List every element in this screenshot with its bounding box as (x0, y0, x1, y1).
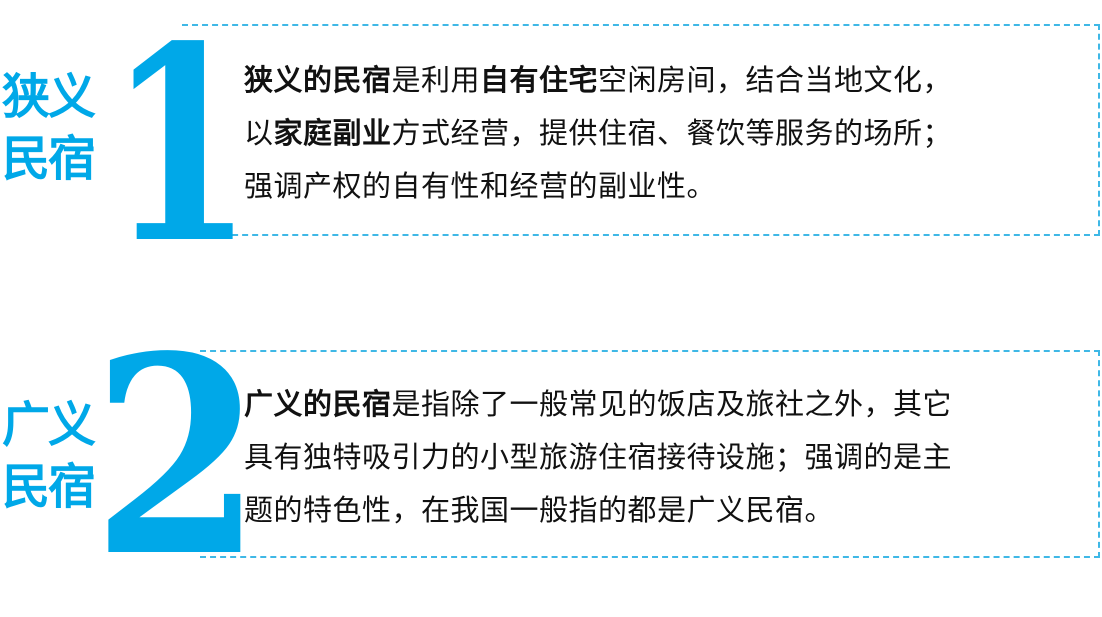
bold-term: 广义的民宿 (244, 387, 392, 421)
bold-term: 自有住宅 (480, 63, 599, 97)
text-run: 题的特色性，在我国一般指的都是广义民宿。 (244, 493, 835, 527)
side-label-line: 狭义 (2, 69, 96, 125)
side-label-line: 民宿 (2, 459, 96, 515)
definition-paragraph: 广义的民宿是指除了一般常见的饭店及旅社之外，其它具有独特吸引力的小型旅游住宿接待… (244, 378, 1084, 537)
dashed-frame (200, 350, 1100, 558)
side-label-line: 民宿 (2, 131, 96, 187)
side-label: 狭义 民宿 (2, 66, 102, 190)
paragraph-line: 强调产权的自有性和经营的副业性。 (244, 160, 1084, 213)
text-run: 空闲房间，结合当地文化， (598, 63, 953, 97)
text-run: 方式经营，提供住宿、餐饮等服务的场所； (391, 116, 953, 150)
paragraph-line: 狭义的民宿是利用自有住宅空闲房间，结合当地文化， (244, 54, 1084, 107)
section-broad-homestay: 广义 民宿 2 广义的民宿是指除了一般常见的饭店及旅社之外，其它具有独特吸引力的… (0, 322, 1102, 594)
paragraph-line: 具有独特吸引力的小型旅游住宿接待设施；强调的是主 (244, 431, 1084, 484)
side-label: 广义 民宿 (2, 394, 102, 518)
bold-term: 狭义的民宿 (244, 63, 392, 97)
section-narrow-homestay: 狭义 民宿 1 狭义的民宿是利用自有住宅空闲房间，结合当地文化，以家庭副业方式经… (0, 0, 1102, 280)
paragraph-line: 广义的民宿是指除了一般常见的饭店及旅社之外，其它 (244, 378, 1084, 431)
dashed-frame (182, 24, 1100, 236)
bold-term: 家庭副业 (273, 116, 392, 150)
side-label-line: 广义 (2, 397, 96, 453)
text-run: 强调产权的自有性和经营的副业性。 (244, 169, 717, 203)
definition-paragraph: 狭义的民宿是利用自有住宅空闲房间，结合当地文化，以家庭副业方式经营，提供住宿、餐… (244, 54, 1084, 213)
text-run: 是利用 (391, 63, 481, 97)
paragraph-line: 题的特色性，在我国一般指的都是广义民宿。 (244, 484, 1084, 537)
text-run: 以 (244, 116, 274, 150)
section-number: 1 (108, 0, 254, 303)
text-run: 具有独特吸引力的小型旅游住宿接待设施；强调的是主 (244, 440, 953, 474)
text-run: 是指除了一般常见的饭店及旅社之外，其它 (391, 387, 953, 421)
paragraph-line: 以家庭副业方式经营，提供住宿、餐饮等服务的场所； (244, 107, 1084, 160)
section-number: 2 (92, 298, 263, 617)
